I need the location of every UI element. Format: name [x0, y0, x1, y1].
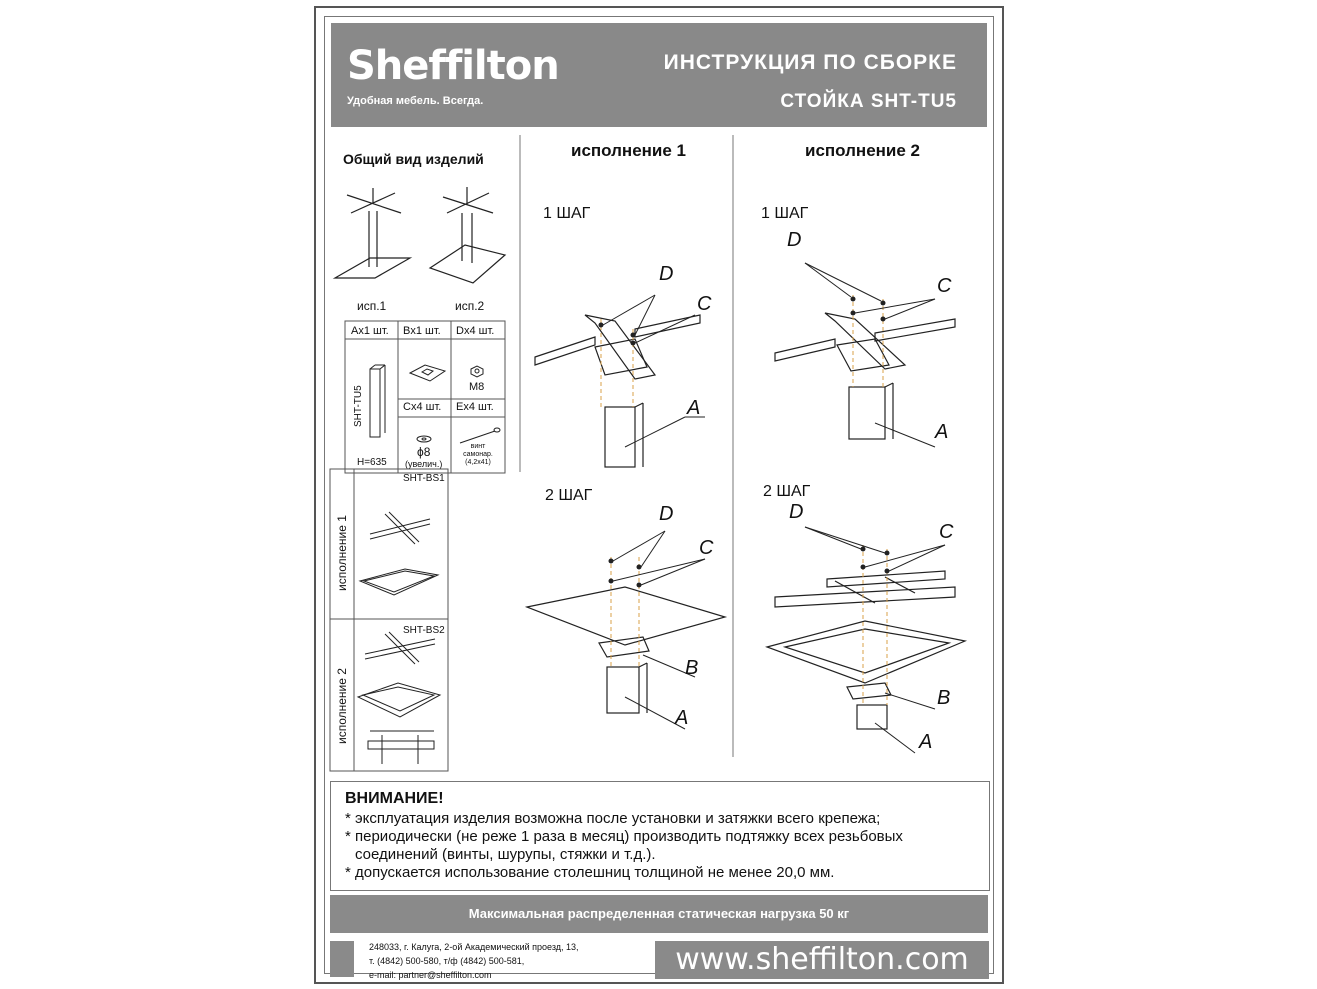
- section-dividers: [519, 135, 734, 757]
- footer-address-line-2: т. (4842) 500-580, т/ф (4842) 500-581,: [369, 956, 525, 966]
- v1s1-letter-d: D: [659, 263, 674, 285]
- warning-box: ВНИМАНИЕ! * эксплуатация изделия возможн…: [330, 781, 990, 891]
- variant-2-step-2-drawing: [765, 526, 968, 754]
- v1s2-letter-c: C: [699, 537, 714, 559]
- part-c-count: Cx4 шт.: [403, 401, 442, 413]
- part-a-model: SHT-TU5: [353, 385, 364, 427]
- footer-marker: [330, 941, 354, 977]
- warning-line-2: * периодически (не реже 1 раза в месяц) …: [345, 828, 903, 845]
- warning-title: ВНИМАНИЕ!: [345, 790, 444, 807]
- variant-1-step-2-drawing: [524, 530, 728, 730]
- part-d-count: Dx4 шт.: [456, 325, 495, 337]
- v2s1-letter-d: D: [787, 229, 802, 251]
- v2s2-letter-b: B: [937, 687, 951, 709]
- variant-1-step-1-label: 1 ШАГ: [543, 205, 591, 222]
- brand-logo: Sheffilton: [347, 43, 560, 89]
- part-e-note-line-2: самонар.: [463, 451, 493, 458]
- website-link[interactable]: www.sheffilton.com: [655, 941, 989, 979]
- part-d-spec: M8: [469, 381, 485, 393]
- variant-2-step-1-label: 1 ШАГ: [761, 205, 809, 222]
- part-c-note: (увелич.): [405, 459, 443, 469]
- column-heading-variant-2: исполнение 2: [805, 141, 921, 160]
- v1s2-letter-b: B: [685, 657, 699, 679]
- v2s1-letter-a: A: [935, 421, 949, 443]
- brand-tagline: Удобная мебель. Всегда.: [347, 95, 484, 107]
- part-e-note-line-3: (4,2х41): [465, 459, 491, 466]
- variant-2-step-2-label: 2 ШАГ: [763, 483, 811, 500]
- document-subtitle: СТОЙКА SHT-TU5: [780, 91, 957, 112]
- v1s2-letter-a: A: [675, 707, 689, 729]
- v1s1-letter-a: A: [687, 397, 701, 419]
- v2s2-letter-a: A: [919, 731, 933, 753]
- v2s2-letter-c: C: [939, 521, 954, 543]
- part-e-note-line-1: винт: [470, 443, 486, 450]
- parts-table-grid: [344, 320, 506, 474]
- part-a-height: H=635: [357, 457, 387, 468]
- v1s2-letter-d: D: [659, 503, 674, 525]
- base-bs1-label: SHT-BS1: [403, 473, 445, 484]
- variant-1-step-1-drawing: [534, 294, 705, 468]
- instruction-sheet: Sheffilton Удобная мебель. Всегда. ИНСТР…: [314, 6, 1004, 984]
- header-banner: Sheffilton Удобная мебель. Всегда. ИНСТР…: [331, 23, 987, 127]
- document-title: ИНСТРУКЦИЯ ПО СБОРКЕ: [663, 51, 957, 74]
- bases-variant-2-label: исполнение 2: [335, 668, 349, 744]
- warning-line-1: * эксплуатация изделия возможна после ус…: [345, 810, 881, 827]
- footer-email: e-mail: partner@sheffilton.com: [369, 970, 492, 980]
- variant-1-step-2-label: 2 ШАГ: [545, 487, 593, 504]
- variant-2-step-1-drawing: [774, 262, 956, 448]
- v2s2-letter-d: D: [789, 501, 804, 523]
- overview-drawing: [332, 187, 507, 284]
- part-a-count: Ax1 шт.: [351, 325, 389, 337]
- part-c-spec: ϕ8: [417, 445, 431, 459]
- sheet-frame: Sheffilton Удобная мебель. Всегда. ИНСТР…: [324, 16, 994, 980]
- overview-title: Общий вид изделий: [343, 151, 484, 167]
- overview-label-variant-1: исп.1: [357, 299, 387, 313]
- part-e-count: Ex4 шт.: [456, 401, 494, 413]
- overview-label-variant-2: исп.2: [455, 299, 485, 313]
- bases-variant-1-label: исполнение 1: [335, 515, 349, 591]
- column-heading-variant-1: исполнение 1: [571, 141, 687, 160]
- warning-line-4: * допускается использование столешниц то…: [345, 864, 835, 881]
- load-note-banner: Максимальная распределенная статическая …: [330, 895, 988, 933]
- footer-address-line-1: 248033, г. Калуга, 2-ой Академический пр…: [369, 942, 579, 952]
- v2s1-letter-c: C: [937, 275, 952, 297]
- v1s1-letter-c: C: [697, 293, 712, 315]
- bases-table: [329, 468, 449, 772]
- part-e-note: винт самонар. (4,2х41): [455, 443, 501, 467]
- part-b-count: Bx1 шт.: [403, 325, 441, 337]
- base-bs2-label: SHT-BS2: [403, 625, 445, 636]
- warning-line-3: соединений (винты, шурупы, стяжки и т.д.…: [355, 846, 656, 863]
